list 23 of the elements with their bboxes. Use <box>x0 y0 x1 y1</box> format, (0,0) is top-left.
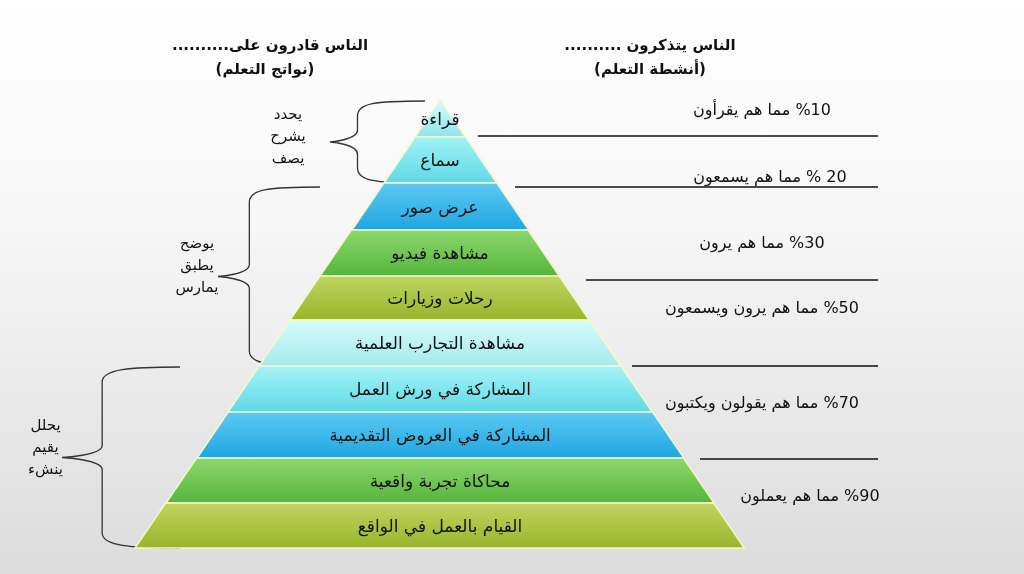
tier-label: المشاركة في العروض التقديمية <box>329 425 551 445</box>
tier-label: عرض صور <box>401 196 479 217</box>
brace-note: يوضح يطبق يمارس <box>174 233 220 298</box>
column-heading: الناس يتذكرون .......... <box>563 36 737 54</box>
brace-note: يحلل يقيم ينشء <box>27 415 64 480</box>
tier-label: محاكاة تجربة واقعية <box>369 470 511 491</box>
column-heading: (نواتج التعلم) <box>214 60 316 78</box>
percentage-note: %30 مما هم يرون <box>698 233 826 252</box>
tier-label: قراءة <box>420 108 460 129</box>
tier-label: المشاركة في ورش العمل <box>349 379 531 399</box>
brace-note: يحدد يشرح يصف <box>269 104 307 169</box>
percentage-note: 20 % مما هم يسمعون <box>692 167 848 186</box>
tier-label: القيام بالعمل في الواقع <box>357 515 523 536</box>
tier-label: مشاهدة التجارب العلمية <box>354 333 526 353</box>
tier-label: مشاهدة فيديو <box>391 243 489 263</box>
percentage-note: %70 مما هم يقولون ويكتبون <box>663 393 861 412</box>
percentage-note: %10 مما هم يقرأون <box>692 100 832 119</box>
tier-label: رحلات وزيارات <box>387 288 493 308</box>
column-heading: الناس قادرون على.......... <box>170 36 370 54</box>
percentage-note: %90 مما هم يعملون <box>739 486 881 505</box>
tier-label: سماع <box>420 150 460 170</box>
percentage-note: %50 مما هم يرون ويسمعون <box>664 298 860 317</box>
column-heading: (أنشطة التعلم) <box>593 60 707 78</box>
